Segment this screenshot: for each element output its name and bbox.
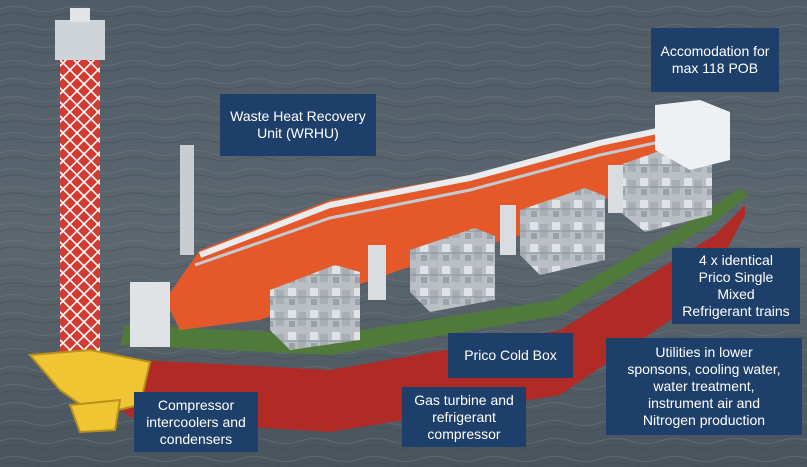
callout-utilities: Utilities in lower sponsons, cooling wat… (606, 338, 802, 435)
flare-tower-truss (60, 60, 100, 360)
vertical-column (180, 145, 194, 255)
exhaust-stack-1 (368, 245, 386, 300)
exhaust-stack-3 (608, 165, 623, 213)
pipe-rack (198, 119, 701, 258)
callout-gas-turbine: Gas turbine and refrigerant compressor (402, 387, 526, 447)
callout-compressor-intercoolers: Compressor intercoolers and condensers (134, 392, 258, 452)
accommodation-block (655, 100, 730, 170)
deck-band (120, 188, 748, 355)
refrigerant-train-2 (410, 228, 495, 312)
callout-accommodation: Accomodation for max 118 POB (651, 28, 779, 92)
flare-tip (70, 8, 90, 22)
callout-wrhu: Waste Heat Recovery Unit (WRHU) (220, 94, 376, 156)
refrigerant-train-3 (520, 188, 605, 275)
refrigerant-train-1 (270, 265, 360, 350)
exhaust-stack-2 (500, 205, 516, 255)
flare-tower-top (55, 20, 105, 60)
callout-refrigerant-trains: 4 x identical Prico Single Mixed Refrige… (672, 248, 800, 324)
bow-module (130, 282, 170, 347)
mooring-arm (68, 398, 122, 434)
hull (85, 205, 745, 432)
callout-cold-box: Prico Cold Box (448, 333, 573, 378)
pipe-rack-2 (194, 130, 706, 267)
